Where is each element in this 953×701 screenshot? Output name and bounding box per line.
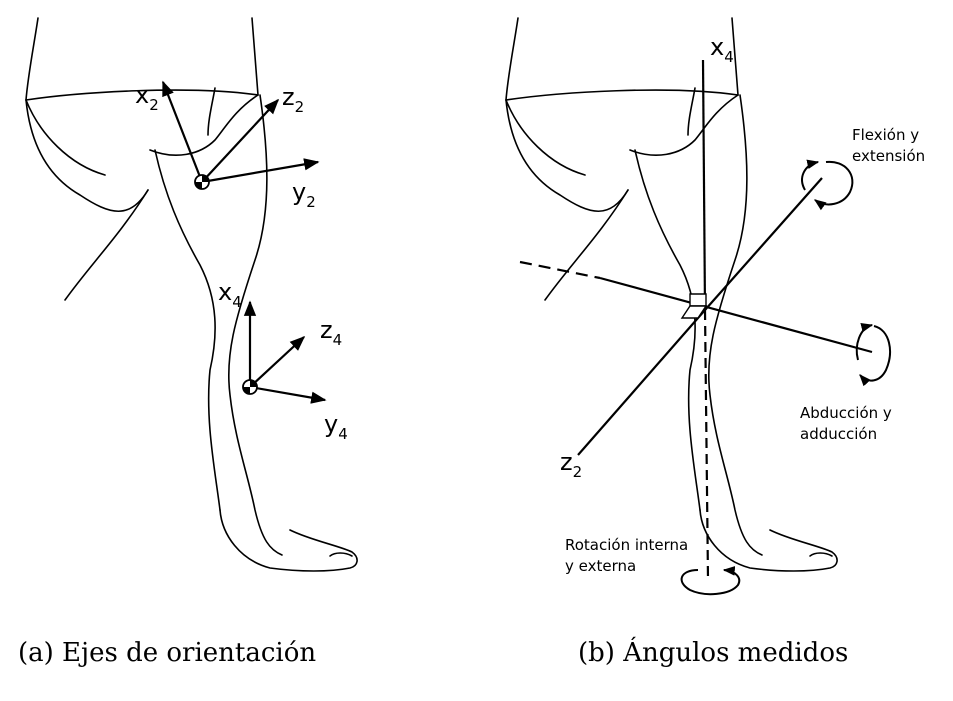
near-foot — [220, 510, 357, 571]
knee-frame — [250, 302, 325, 400]
label-rotation-2: y externa — [565, 557, 636, 575]
caption-panel-a: (a) Ejes de orientación — [18, 638, 316, 668]
internal-rotation-arrow — [682, 570, 740, 594]
axis-flexion-long — [705, 178, 822, 310]
axis-x4-long-solid — [703, 60, 705, 310]
knee-origin-marker — [243, 380, 257, 394]
torso-left-edge-b — [506, 18, 518, 100]
brief-hem-b — [506, 100, 585, 175]
abduction-rotation-arrow — [857, 325, 890, 381]
label-x4: x4 — [218, 278, 242, 311]
label-y4: y4 — [324, 410, 348, 443]
brief-leg-opening — [150, 95, 258, 155]
near-leg-inner — [155, 150, 220, 510]
brief-leg-opening-b — [630, 95, 738, 155]
brief-crease — [208, 88, 215, 135]
far-leg-lower — [65, 190, 148, 300]
near-leg-outer-b — [709, 95, 762, 555]
near-leg-inner-b — [635, 150, 700, 510]
hip-origin-marker — [195, 175, 209, 189]
axis-abduction-solid — [600, 278, 872, 352]
far-leg-lower-b — [545, 190, 628, 300]
label-rotation-1: Rotación interna — [565, 536, 688, 554]
near-toes-b — [810, 553, 832, 556]
axis-y4-line — [250, 387, 325, 400]
near-foot-b — [700, 510, 837, 571]
label-x4-b: x4 — [710, 33, 734, 66]
label-abduction-1: Abducción y — [800, 404, 892, 422]
caption-panel-b: (b) Ángulos medidos — [578, 638, 848, 668]
label-flexion-2: extensión — [852, 147, 925, 165]
axis-z2-long — [578, 310, 705, 455]
torso-right-edge — [252, 18, 258, 95]
axis-x2-line — [163, 82, 202, 182]
torso-left-edge — [26, 18, 38, 100]
label-z2: z2 — [282, 83, 304, 116]
leg-outline-a — [26, 18, 357, 571]
hip-frame — [163, 82, 318, 182]
near-toes — [330, 553, 352, 556]
far-leg-upper — [26, 100, 148, 211]
brief-hem — [26, 100, 105, 175]
far-leg-upper-b — [506, 100, 628, 211]
label-y2: y2 — [292, 178, 316, 211]
leg-outline-b — [506, 18, 837, 571]
flexion-rotation-arrow — [802, 162, 852, 205]
label-flexion-1: Flexión y — [852, 126, 919, 144]
axis-z4-line — [250, 337, 304, 387]
label-abduction-2: adducción — [800, 425, 877, 443]
axis-abduction-dashed — [520, 262, 600, 278]
label-z4: z4 — [320, 316, 342, 349]
brief-crease-b — [688, 88, 695, 135]
axis-x4-long-dashed — [705, 310, 708, 580]
near-leg-outer — [229, 95, 282, 555]
label-x2: x2 — [135, 81, 159, 114]
